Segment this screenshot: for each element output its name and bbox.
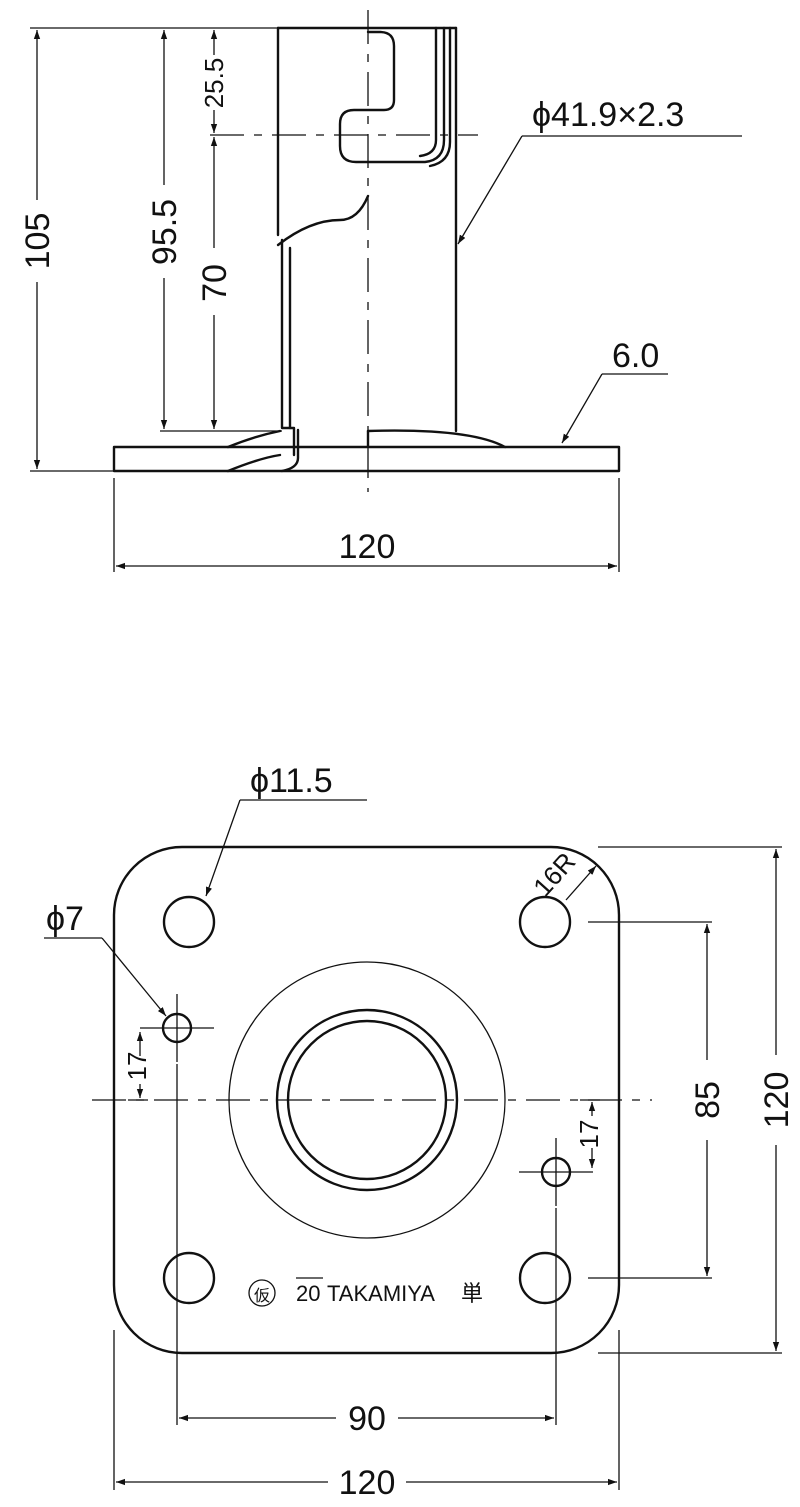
side-dim-6-0: 6.0: [612, 337, 659, 375]
side-pipe-slot-inner: [418, 26, 438, 158]
marking-symbol: 仮: [254, 1287, 270, 1305]
side-dim-pipe: ϕ41.9×2.3: [532, 96, 684, 134]
side-dim-95-5: 95.5: [146, 199, 184, 265]
side-weld-left-lower: [226, 453, 282, 473]
side-weld-left: [226, 429, 282, 449]
side-dim-105: 105: [19, 213, 57, 270]
side-view: 105 95.5 25.5 70 ϕ41.9×2.3 6.0 120: [19, 10, 742, 572]
side-pipe-cut-edge: [276, 194, 370, 247]
maker-marking: 仮 20 TAKAMIYA 単: [248, 1277, 483, 1307]
side-pipe-slot-inner2: [428, 26, 452, 168]
top-view: ϕ11.5 ϕ7 16R 17 17 85 120 90 120: [44, 762, 796, 1502]
side-dim-120: 120: [339, 528, 396, 566]
top-dim-120-horizontal: 120: [339, 1464, 396, 1502]
top-dim-offset-right: 17: [574, 1120, 604, 1149]
side-pipe-slot: [338, 26, 446, 164]
top-dim-120-vertical: 120: [758, 1072, 796, 1129]
side-weld-fillet: [366, 429, 507, 449]
marking-number: 20: [296, 1281, 320, 1306]
top-hole-large-tl: [162, 895, 216, 949]
top-pipe-outer: [275, 1008, 459, 1192]
side-dim-70: 70: [196, 264, 234, 302]
top-dim-90: 90: [348, 1400, 386, 1438]
marking-brand: TAKAMIYA: [327, 1281, 435, 1306]
top-dim-offset-left: 17: [122, 1052, 152, 1081]
side-pipe-left-outer: [280, 428, 300, 473]
top-hole-large-br: [518, 1251, 572, 1305]
top-hole-large-bl: [162, 1251, 216, 1305]
side-dim-25-5: 25.5: [199, 58, 229, 109]
marking-circle: [248, 1279, 276, 1307]
top-dim-hole-large: ϕ11.5: [250, 762, 333, 800]
top-dim-hole-small: ϕ7: [46, 900, 84, 938]
side-pipe-left-wall-inner: [280, 238, 296, 457]
top-dim-85: 85: [689, 1081, 727, 1119]
side-base-plate: [112, 445, 621, 473]
top-hole-large-tr: [518, 895, 572, 949]
marking-suffix: 単: [461, 1281, 483, 1306]
top-dim-corner-radius: 16R: [527, 846, 581, 902]
